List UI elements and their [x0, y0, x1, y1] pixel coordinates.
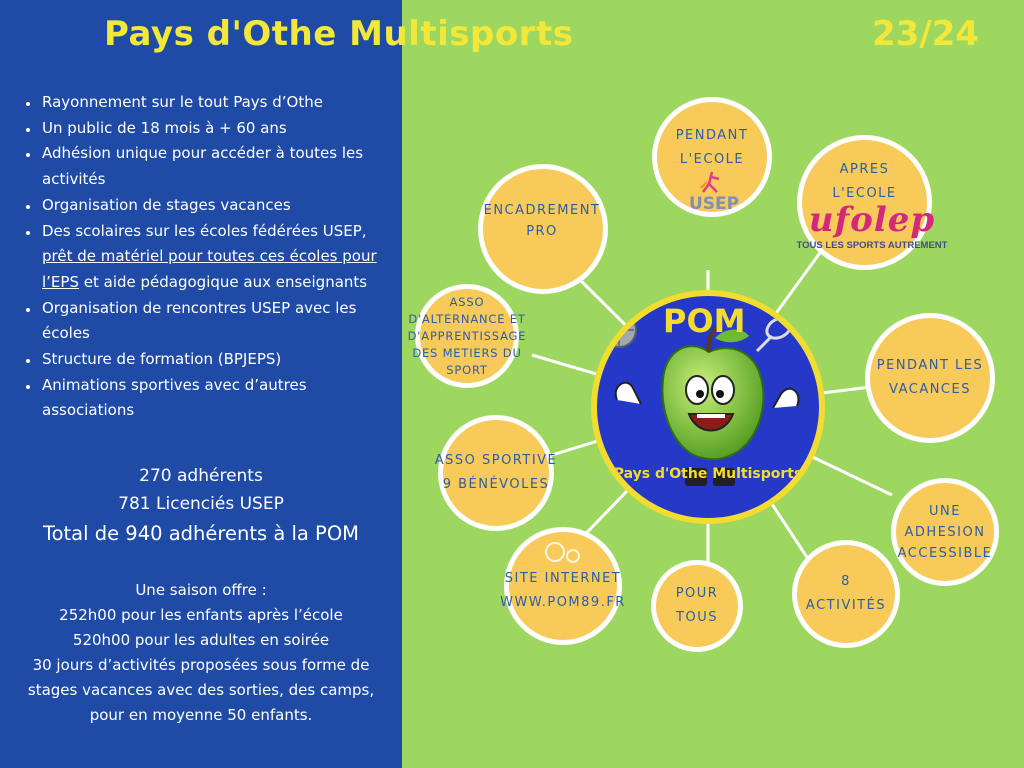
underlined-text: prêt de matériel pour toutes ces écoles … — [42, 247, 377, 291]
pom-logo: POM Pays d'Othe Multisports — [591, 290, 825, 524]
bubble-pour-tous: POUR TOUS — [651, 560, 743, 652]
list-item: Organisation de stages vacances — [40, 193, 396, 219]
gears-icon — [545, 542, 580, 563]
offer-heading: Une saison offre : — [135, 581, 267, 599]
list-item: Animations sportives avec d’autres assoc… — [40, 373, 396, 424]
bubble-activites: 8 ACTIVITÉS — [792, 540, 900, 648]
ufolep-wordmark: ufolep — [808, 200, 936, 240]
bubble-encadrement — [478, 164, 608, 294]
usep-label: USEP — [689, 194, 740, 214]
list-item: Un public de 18 mois à + 60 ans — [40, 116, 396, 142]
list-item: Organisation de rencontres USEP avec les… — [40, 296, 396, 347]
list-item: Structure de formation (BPJEPS) — [40, 347, 396, 373]
bubble-alternance: ASSO D'ALTERNANCE ET D'APPRENTISSAGE DES… — [408, 284, 526, 388]
usep-logo: USEP — [677, 171, 747, 214]
offer-line: 520h00 pour les adultes en soirée — [72, 631, 330, 649]
features-list: Rayonnement sur le tout Pays d’Othe Un p… — [6, 90, 396, 424]
bubble-asso-sportive: ASSO SPORTIVE 9 BÉNÉVOLES — [435, 415, 556, 531]
list-item: Rayonnement sur le tout Pays d’Othe — [40, 90, 396, 116]
bubble-pendant-ecole: PENDANT L'ECOLE USEP — [652, 97, 772, 217]
pom-ring-text: Pays d'Othe Multisports — [613, 466, 803, 482]
bubble-vacances: PENDANT LES VACANCES — [865, 313, 995, 443]
list-item: Adhésion unique pour accéder à toutes le… — [40, 141, 396, 192]
adherents-count: 270 adhérents — [139, 466, 263, 486]
total-count: Total de 940 adhérents à la POM — [42, 522, 359, 545]
pom-mascot-icon — [601, 312, 800, 486]
season-year: 23/24 — [872, 14, 980, 54]
pom-wordmark: POM — [663, 302, 746, 340]
ufolep-tagline: TOUS LES SPORTS AUTREMENT — [796, 240, 948, 251]
bubble-site-internet: SITE INTERNET WWW.POM89.FR — [500, 527, 624, 645]
list-item: Des scolaires sur les écoles fédérées US… — [40, 219, 396, 296]
left-panel — [0, 0, 402, 768]
page-title: Pays d'Othe Multisports — [104, 14, 574, 54]
bubble-apres-ecole: APRES L'ECOLE — [797, 135, 932, 270]
bubble-adhesion: UNE ADHESION ACCESSIBLE — [891, 478, 999, 586]
offer-line: 252h00 pour les enfants après l’école — [59, 606, 343, 624]
offer-line: 30 jours d’activités proposées sous form… — [27, 656, 375, 724]
licencies-count: 781 Licenciés USEP — [118, 494, 284, 514]
usep-figure-icon — [700, 171, 720, 193]
label-encadrement: ENCADREMENT PRO — [483, 203, 601, 239]
ufolep-logo: ufolep TOUS LES SPORTS AUTREMENT — [782, 202, 962, 251]
